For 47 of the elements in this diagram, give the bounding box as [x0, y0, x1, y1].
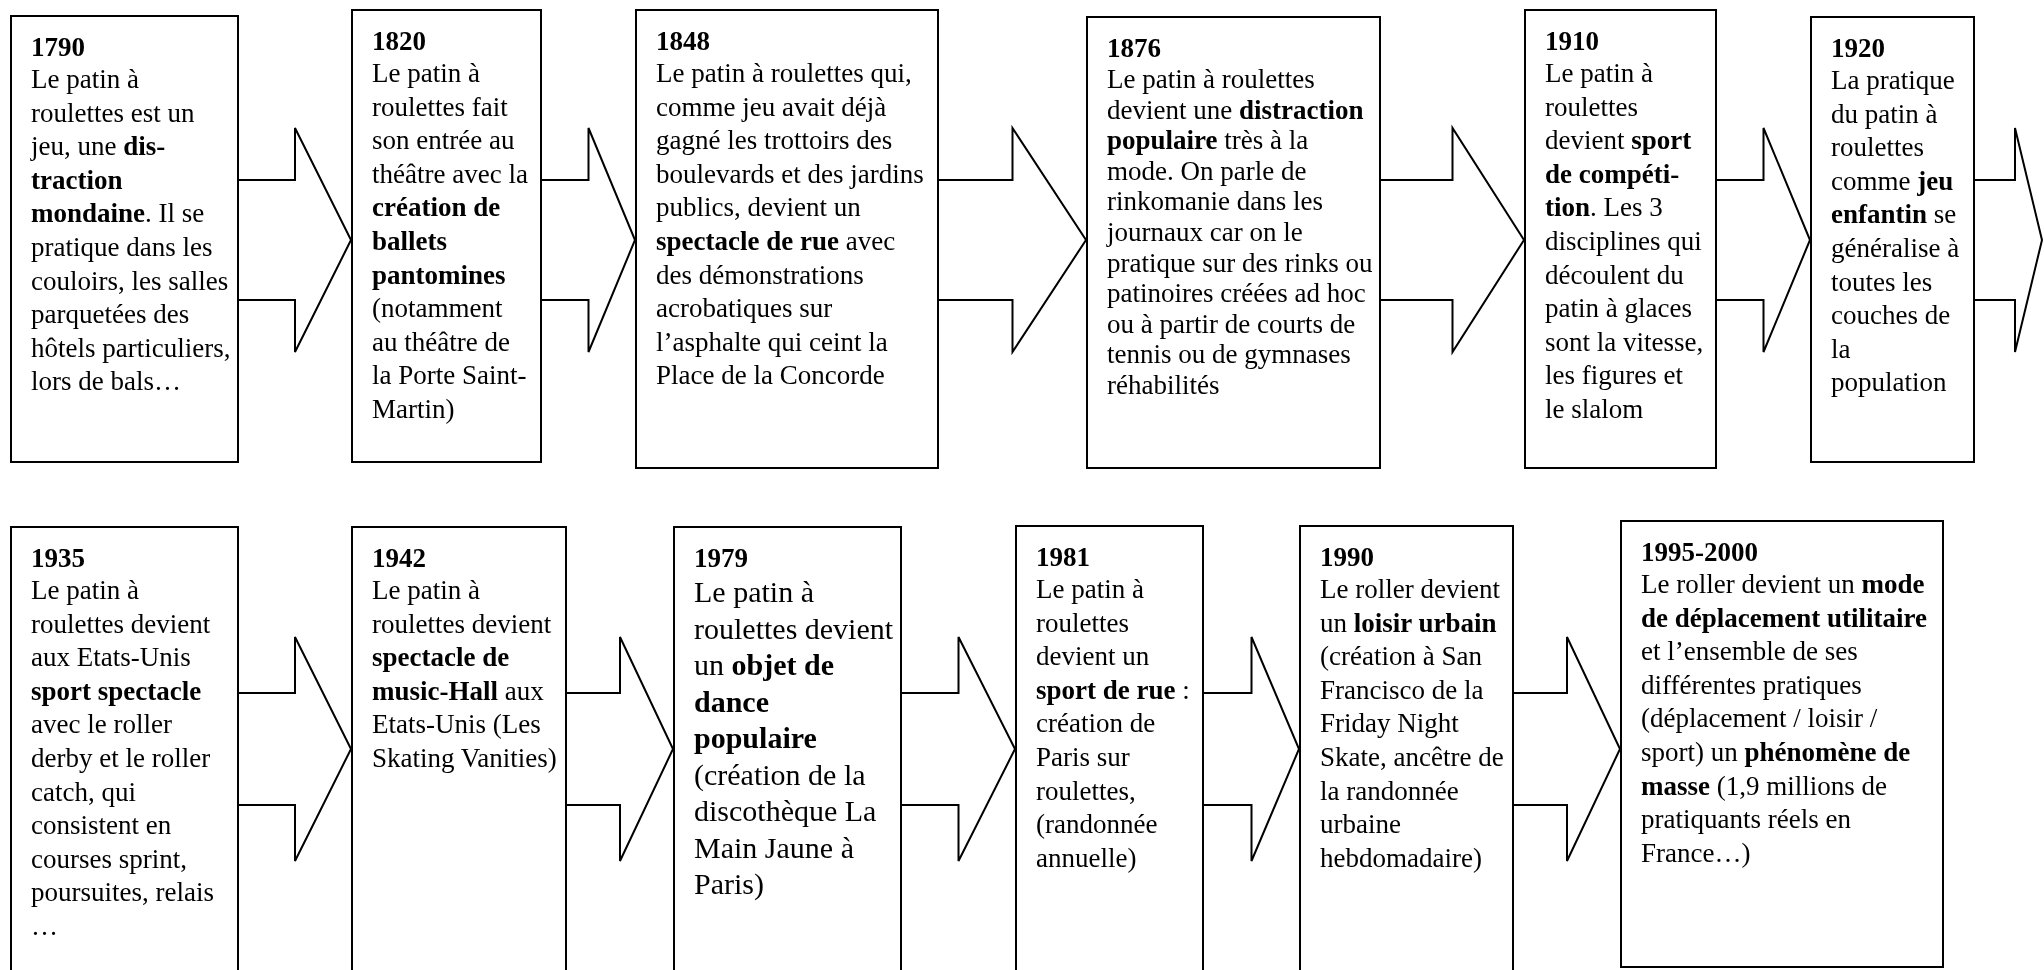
- year-label: 1910: [1545, 25, 1600, 57]
- description-text: Le patin à roulettes devient spectacle de music-Hall aux Etats-Unis (Les Skating Vanities): [372, 574, 558, 775]
- description-text: Le patin à roulettes fait son entrée au théâtre avec la création de ballets pantomines (notamment au théâtre de la Porte Saint-Martin): [372, 57, 529, 426]
- block-arrow: [901, 636, 1017, 862]
- block-arrow: [566, 636, 675, 862]
- block-arrow: [238, 127, 353, 353]
- timeline-box: [1620, 520, 1944, 968]
- timeline-box: [10, 15, 239, 463]
- timeline-box: [1299, 525, 1514, 970]
- year-label: 1848: [656, 25, 711, 57]
- year-label: 1876: [1107, 32, 1162, 64]
- description-text: Le patin à roulettes devient sport de compéti-tion. Les 3 disciplines qui découlent du patin à glaces sont la vitesse, les figures et le slalom: [1545, 57, 1705, 426]
- block-arrow: [1974, 127, 2044, 353]
- timeline-box: [351, 9, 542, 463]
- year-label: 1981: [1036, 541, 1091, 573]
- block-arrow: [1203, 636, 1301, 862]
- year-label: 1935: [31, 542, 86, 574]
- timeline-box: [1015, 525, 1204, 970]
- description-text: Le patin à roulettes devient un sport de rue : création de Paris sur roulettes, (randonnée annuelle): [1036, 573, 1191, 875]
- timeline-box: [1810, 16, 1975, 463]
- block-arrow: [238, 636, 353, 862]
- year-label: 1942: [372, 542, 427, 574]
- block-arrow: [1380, 124, 1526, 356]
- timeline-box: [635, 9, 939, 469]
- block-arrow: [938, 124, 1088, 356]
- year-label: 1790: [31, 31, 86, 63]
- description-text: Le patin à roulettes devient un objet de dance populaire (création de la discothèque La Main Jaune à Paris): [694, 574, 894, 902]
- block-arrow: [1716, 127, 1812, 353]
- description-text: Le roller devient un mode de déplacement utilitaire et l’ensemble de ses différentes pratiques (déplacement / loisir / sport) un phénomène de masse (1,9 millions de pratiquants réels en France…): [1641, 568, 1928, 870]
- timeline-box: [351, 526, 567, 970]
- year-label: 1979: [694, 542, 749, 574]
- year-label: 1920: [1831, 32, 1886, 64]
- description-text: Le patin à roulettes devient aux Etats-Unis sport spectacle avec le roller derby et le roller catch, qui consistent en courses sprint, poursuites, relais …: [31, 574, 215, 943]
- year-label: 1995-2000: [1641, 536, 1759, 568]
- timeline-box: [10, 526, 239, 970]
- block-arrow: [1513, 636, 1622, 862]
- year-label: 1990: [1320, 541, 1375, 573]
- timeline-box: [1524, 9, 1717, 469]
- description-text: Le patin à roulettes devient une distraction populaire très à la mode. On parle de rinkomanie dans les journaux car on le pratique sur des rinks ou patinoires créées ad hoc ou à partir de courts de tennis ou de gymnases réhabilités: [1107, 64, 1373, 401]
- year-label: 1820: [372, 25, 427, 57]
- description-text: Le patin à roulettes qui, comme jeu avait déjà gagné les trottoirs des boulevards et des jardins publics, devient un spectacle de rue avec des démonstrations acrobatiques sur l’asphalte qui ceint la Place de la Concorde: [656, 57, 925, 393]
- description-text: Le patin à roulettes est un jeu, une dis-traction mondaine. Il se pratique dans les couloirs, les salles parquetées des hôtels particuliers, lors de bals…: [31, 63, 231, 399]
- block-arrow: [541, 127, 637, 353]
- description-text: Le roller devient un loisir urbain (création à San Francisco de la Friday Night Skate, ancêtre de la randonnée urbaine hebdomadaire): [1320, 573, 1505, 875]
- timeline-box: [1086, 16, 1381, 469]
- description-text: La pratique du patin à roulettes comme jeu enfantin se généralise à toutes les couches de la population: [1831, 64, 1961, 400]
- timeline-box: [673, 526, 902, 970]
